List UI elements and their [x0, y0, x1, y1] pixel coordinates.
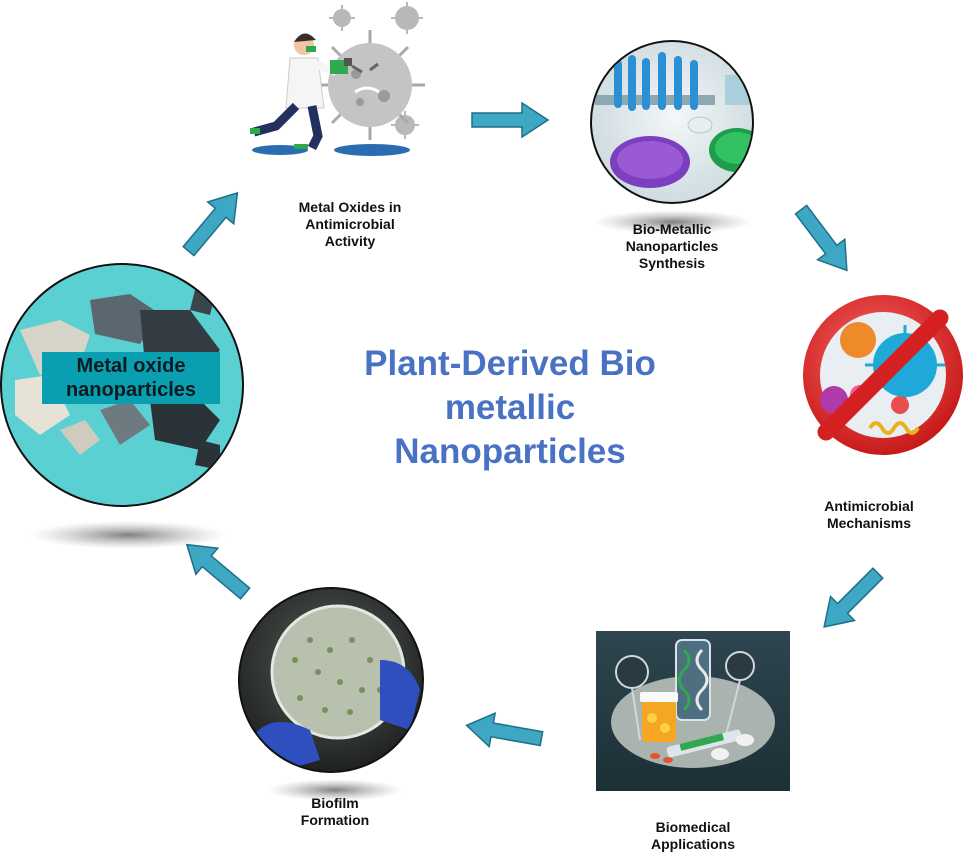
arrow-up-right: [182, 191, 239, 257]
metal-oxide-label-line1: Metal oxide: [76, 355, 186, 377]
stage-label-metal-oxides: Metal Oxides in Antimicrobial Activity: [298, 199, 402, 249]
stage-label-synthesis: Bio-Metallic Nanoparticles Synthesis: [625, 221, 719, 271]
lab-shadow: [593, 210, 753, 234]
center-title-line3: Nanoparticles: [394, 432, 626, 471]
test-tubes-icon: [590, 40, 754, 204]
stage-label-biomedical: Biomedical Applications: [650, 819, 735, 852]
center-title-line1: Plant-Derived Bio: [364, 344, 656, 383]
scientist-fighting-virus-icon: [250, 2, 425, 156]
arrow-right-top: [471, 101, 550, 139]
arrow-up-left: [185, 543, 251, 600]
arrow-down-left: [823, 567, 884, 628]
petri-dish-icon: [238, 587, 424, 773]
center-title: Plant-Derived Bio metallic Nanoparticles: [300, 342, 720, 474]
metal-oxide-label: Metal oxide nanoparticles: [42, 352, 220, 404]
stage-label-biofilm: Biofilm Formation: [300, 795, 370, 828]
powder-shadow: [30, 521, 226, 549]
center-title-line2: metallic: [444, 388, 576, 427]
metal-oxide-label-line2: nanoparticles: [65, 379, 197, 401]
petri-shadow: [267, 779, 403, 801]
medicine-syringe-icon: [596, 631, 790, 791]
stage-label-mechanisms: Antimicrobial Mechanisms: [824, 498, 914, 531]
arrow-down-right: [794, 204, 848, 272]
arrow-left-bottom: [465, 711, 544, 749]
cycle-arrows: [182, 101, 884, 749]
no-microbes-icon: [803, 295, 963, 455]
